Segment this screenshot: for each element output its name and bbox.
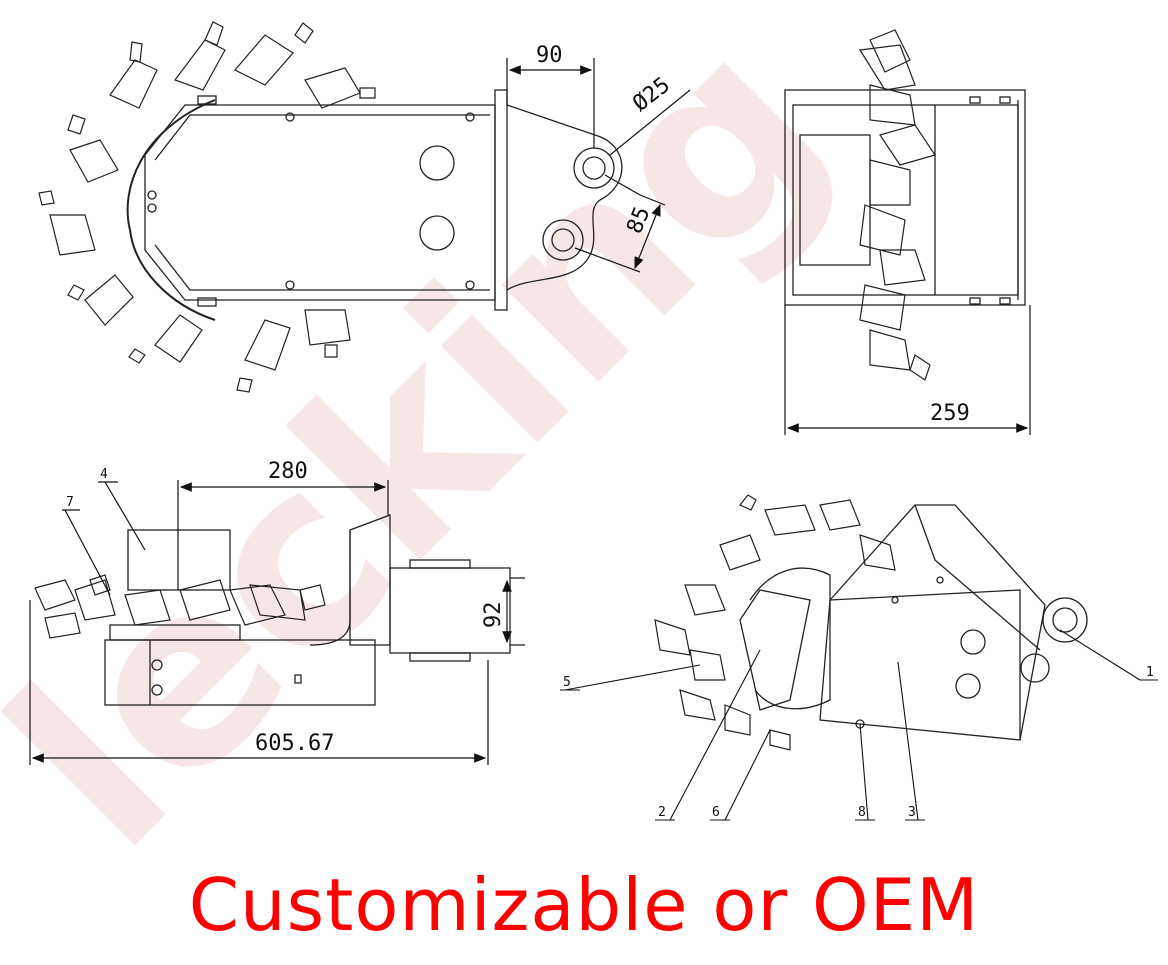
dim-92: 92: [481, 602, 506, 629]
watermark: lecking: [0, 0, 878, 902]
dim-90: 90: [536, 43, 563, 68]
part-label-7: 7: [66, 495, 74, 510]
iso-view-leaders: [560, 629, 1158, 821]
end-view: [784, 29, 1026, 381]
top-view-dims: [506, 58, 691, 273]
part-label-1: 1: [1146, 665, 1154, 680]
dim-280: 280: [268, 459, 308, 484]
part-label-8: 8: [858, 805, 866, 820]
top-view: [38, 21, 623, 393]
side-view-dims: [29, 480, 525, 765]
watermark-text: lecking: [0, 0, 878, 902]
dim-605-67: 605.67: [255, 731, 334, 756]
part-label-2: 2: [658, 805, 666, 820]
part-label-3: 3: [908, 805, 916, 820]
dim-259: 259: [930, 401, 970, 426]
part-label-4: 4: [100, 467, 108, 482]
part-label-6: 6: [712, 805, 720, 820]
iso-view: [654, 494, 1088, 751]
footer-tagline: Customizable or OEM: [188, 863, 980, 947]
end-view-dims: [784, 305, 1031, 435]
part-label-5: 5: [563, 675, 571, 690]
